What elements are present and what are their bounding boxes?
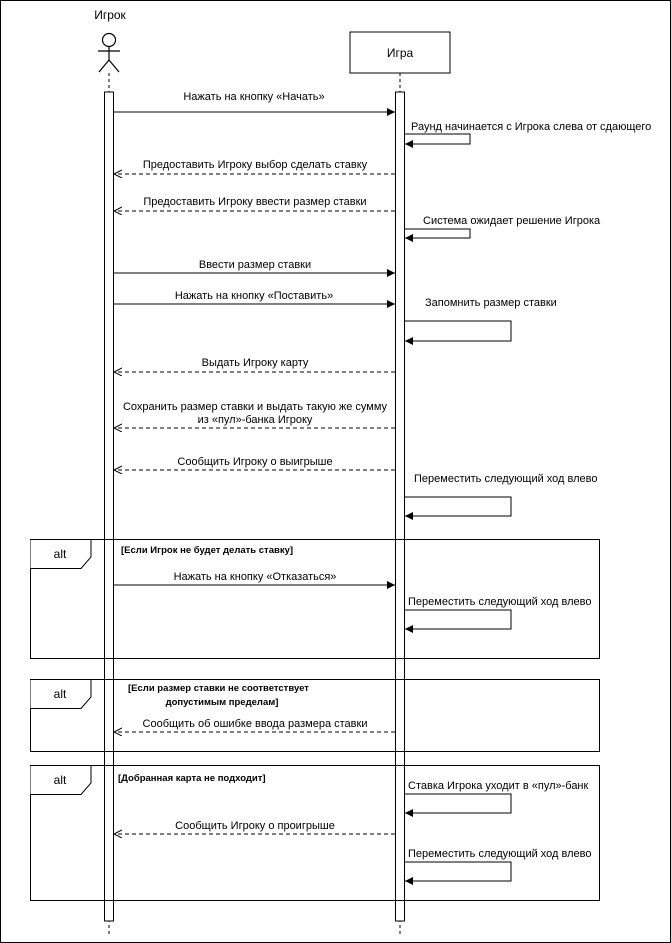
message-label: Ввести размер ставки (199, 259, 311, 271)
message-label: Ставка Игрока уходит в «пул»-банк (408, 780, 589, 792)
message-label: Сообщить Игроку о проигрыше (175, 820, 335, 832)
message-label: Нажать на кнопку «Поставить» (175, 290, 333, 302)
message-label: Предоставить Игроку выбор сделать ставку (143, 159, 368, 171)
alt-fragment-1 (30, 539, 600, 659)
alt-fragment-1-guard: [Если Игрок не будет делать ставку] (121, 545, 293, 556)
self-message-arrow (405, 609, 512, 633)
message-label: из «пул»-банка Игроку (198, 414, 313, 426)
alt-fragment-3-tab (30, 765, 92, 795)
alt-fragment-2-guard-line1: [Если размер ставки не соответствует (128, 683, 309, 694)
alt-fragment-3-guard: [Добранная карта не подходит] (118, 773, 266, 784)
message-label: Предоставить Игроку ввести размер ставки (143, 196, 366, 208)
self-message-arrow (405, 133, 471, 148)
message-label: Сообщить об ошибке ввода размера ставки (143, 718, 368, 730)
message-label: Нажать на кнопку «Отказаться» (174, 571, 337, 583)
message-label: Система ожидает решение Игрока (423, 215, 601, 227)
message-label: Сообщить Игроку о выигрыше (177, 456, 332, 468)
message-label: Нажать на кнопку «Начать» (183, 91, 324, 103)
actor-game-label: Игра (387, 46, 414, 60)
message-label: Выдать Игроку карту (202, 357, 309, 369)
alt-fragment-1-tab (30, 539, 92, 569)
self-message-arrow (405, 793, 512, 817)
stick-figure-icon (98, 32, 120, 73)
alt-fragment-1-operator: alt (54, 547, 67, 561)
message-label: Сохранить размер ставки и выдать такую ж… (123, 401, 388, 413)
message-label: Переместить следующий ход влево (408, 848, 592, 860)
self-message-arrow (405, 320, 512, 345)
actor-player-label: Игрок (94, 8, 126, 22)
alt-fragment-2-tab (30, 679, 92, 709)
self-message-arrow (405, 861, 512, 885)
self-message-arrow (405, 228, 471, 242)
message-label: Запомнить размер ставки (425, 297, 557, 309)
alt-fragment-2-guard-line2: допустимым пределам] (166, 697, 279, 708)
actor-game-box (349, 31, 451, 74)
message-label: Раунд начинается с Игрока слева от сдающ… (411, 121, 651, 133)
message-label: Переместить следующий ход влево (408, 596, 592, 608)
activation-game (395, 91, 405, 922)
activation-player (104, 91, 114, 922)
alt-fragment-3-operator: alt (54, 773, 67, 787)
alt-fragment-2-operator: alt (54, 687, 67, 701)
alt-fragment-3 (30, 765, 600, 901)
message-label: Переместить следующий ход влево (414, 473, 598, 485)
self-message-arrow (405, 496, 512, 520)
alt-fragment-2 (30, 679, 600, 752)
